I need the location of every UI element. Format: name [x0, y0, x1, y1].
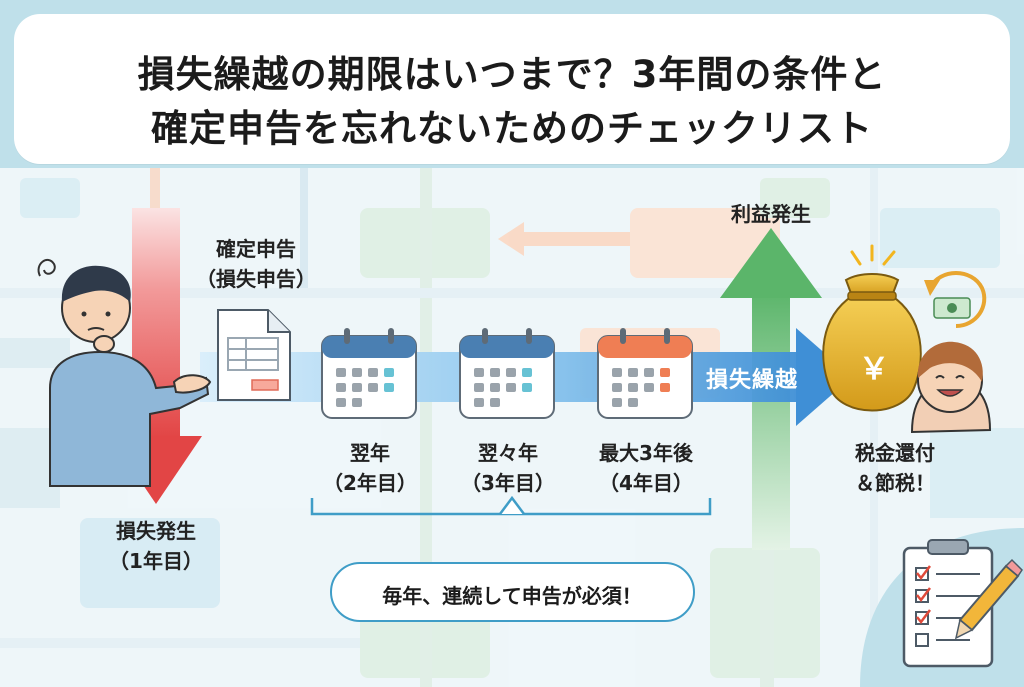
note-text: 毎年、連続して申告が必須！ — [382, 584, 642, 608]
refund-label-line1: 税金還付 — [855, 441, 935, 465]
loss-label-line1: 損失発生 — [116, 519, 196, 543]
year2-label-line1: 翌年 — [350, 441, 390, 465]
refund-label-line2: ＆節税！ — [855, 471, 935, 495]
year3-label-line2: （3年目） — [461, 471, 555, 495]
loss-label-line2: （1年目） — [109, 549, 203, 573]
year3-label-line1: 翌々年 — [478, 441, 538, 465]
tax-return-document-icon — [217, 309, 291, 401]
carryover-label: 損失繰越 — [706, 368, 799, 393]
title-card: 損失繰越の期限はいつまで？3年間の条件と 確定申告を忘れないためのチェックリスト — [14, 14, 1010, 164]
diagram-canvas: 確定申告 （損失申告） 損失発生 （1年目） 翌年 （2年目） 翌々年 （3年目… — [0, 168, 1024, 687]
year2-label: 翌年 （2年目） — [310, 438, 430, 498]
smiling-woman-illustration — [910, 341, 992, 434]
diagram-graphics — [0, 168, 1024, 687]
note-pointer — [499, 495, 525, 515]
worried-man-illustration — [37, 258, 212, 487]
note-callout: 毎年、連続して申告が必須！ — [330, 562, 695, 622]
profit-label: 利益発生 — [731, 202, 811, 226]
year2-label-line2: （2年目） — [323, 471, 417, 495]
calendar-year4-icon — [597, 328, 693, 419]
calendar-year2-icon — [321, 328, 417, 419]
year4-label: 最大3年後 （4年目） — [576, 438, 716, 498]
refund-label: 税金還付 ＆節税！ — [830, 438, 960, 498]
filing-label-line1: 確定申告 — [216, 237, 296, 261]
filing-label-line2: （損失申告） — [196, 267, 316, 291]
year3-label: 翌々年 （3年目） — [448, 438, 568, 498]
calendar-year3-icon — [459, 328, 555, 419]
back-arrow-left — [498, 222, 630, 256]
profit-up-arrow — [720, 228, 822, 550]
title-line-2: 確定申告を忘れないためのチェックリスト — [151, 107, 873, 150]
money-bag-icon — [822, 244, 922, 412]
yen-symbol: ￥ — [859, 352, 889, 387]
year4-label-line1: 最大3年後 — [599, 441, 693, 465]
header-banner: 損失繰越の期限はいつまで？3年間の条件と 確定申告を忘れないためのチェックリスト — [0, 0, 1024, 168]
loss-label: 損失発生 （1年目） — [96, 516, 216, 576]
checklist-icon — [860, 528, 1024, 687]
refund-cycle-icon — [924, 271, 987, 328]
year4-label-line2: （4年目） — [599, 471, 693, 495]
title-line-1: 損失繰越の期限はいつまで？3年間の条件と — [137, 53, 887, 96]
filing-label: 確定申告 （損失申告） — [196, 234, 316, 294]
